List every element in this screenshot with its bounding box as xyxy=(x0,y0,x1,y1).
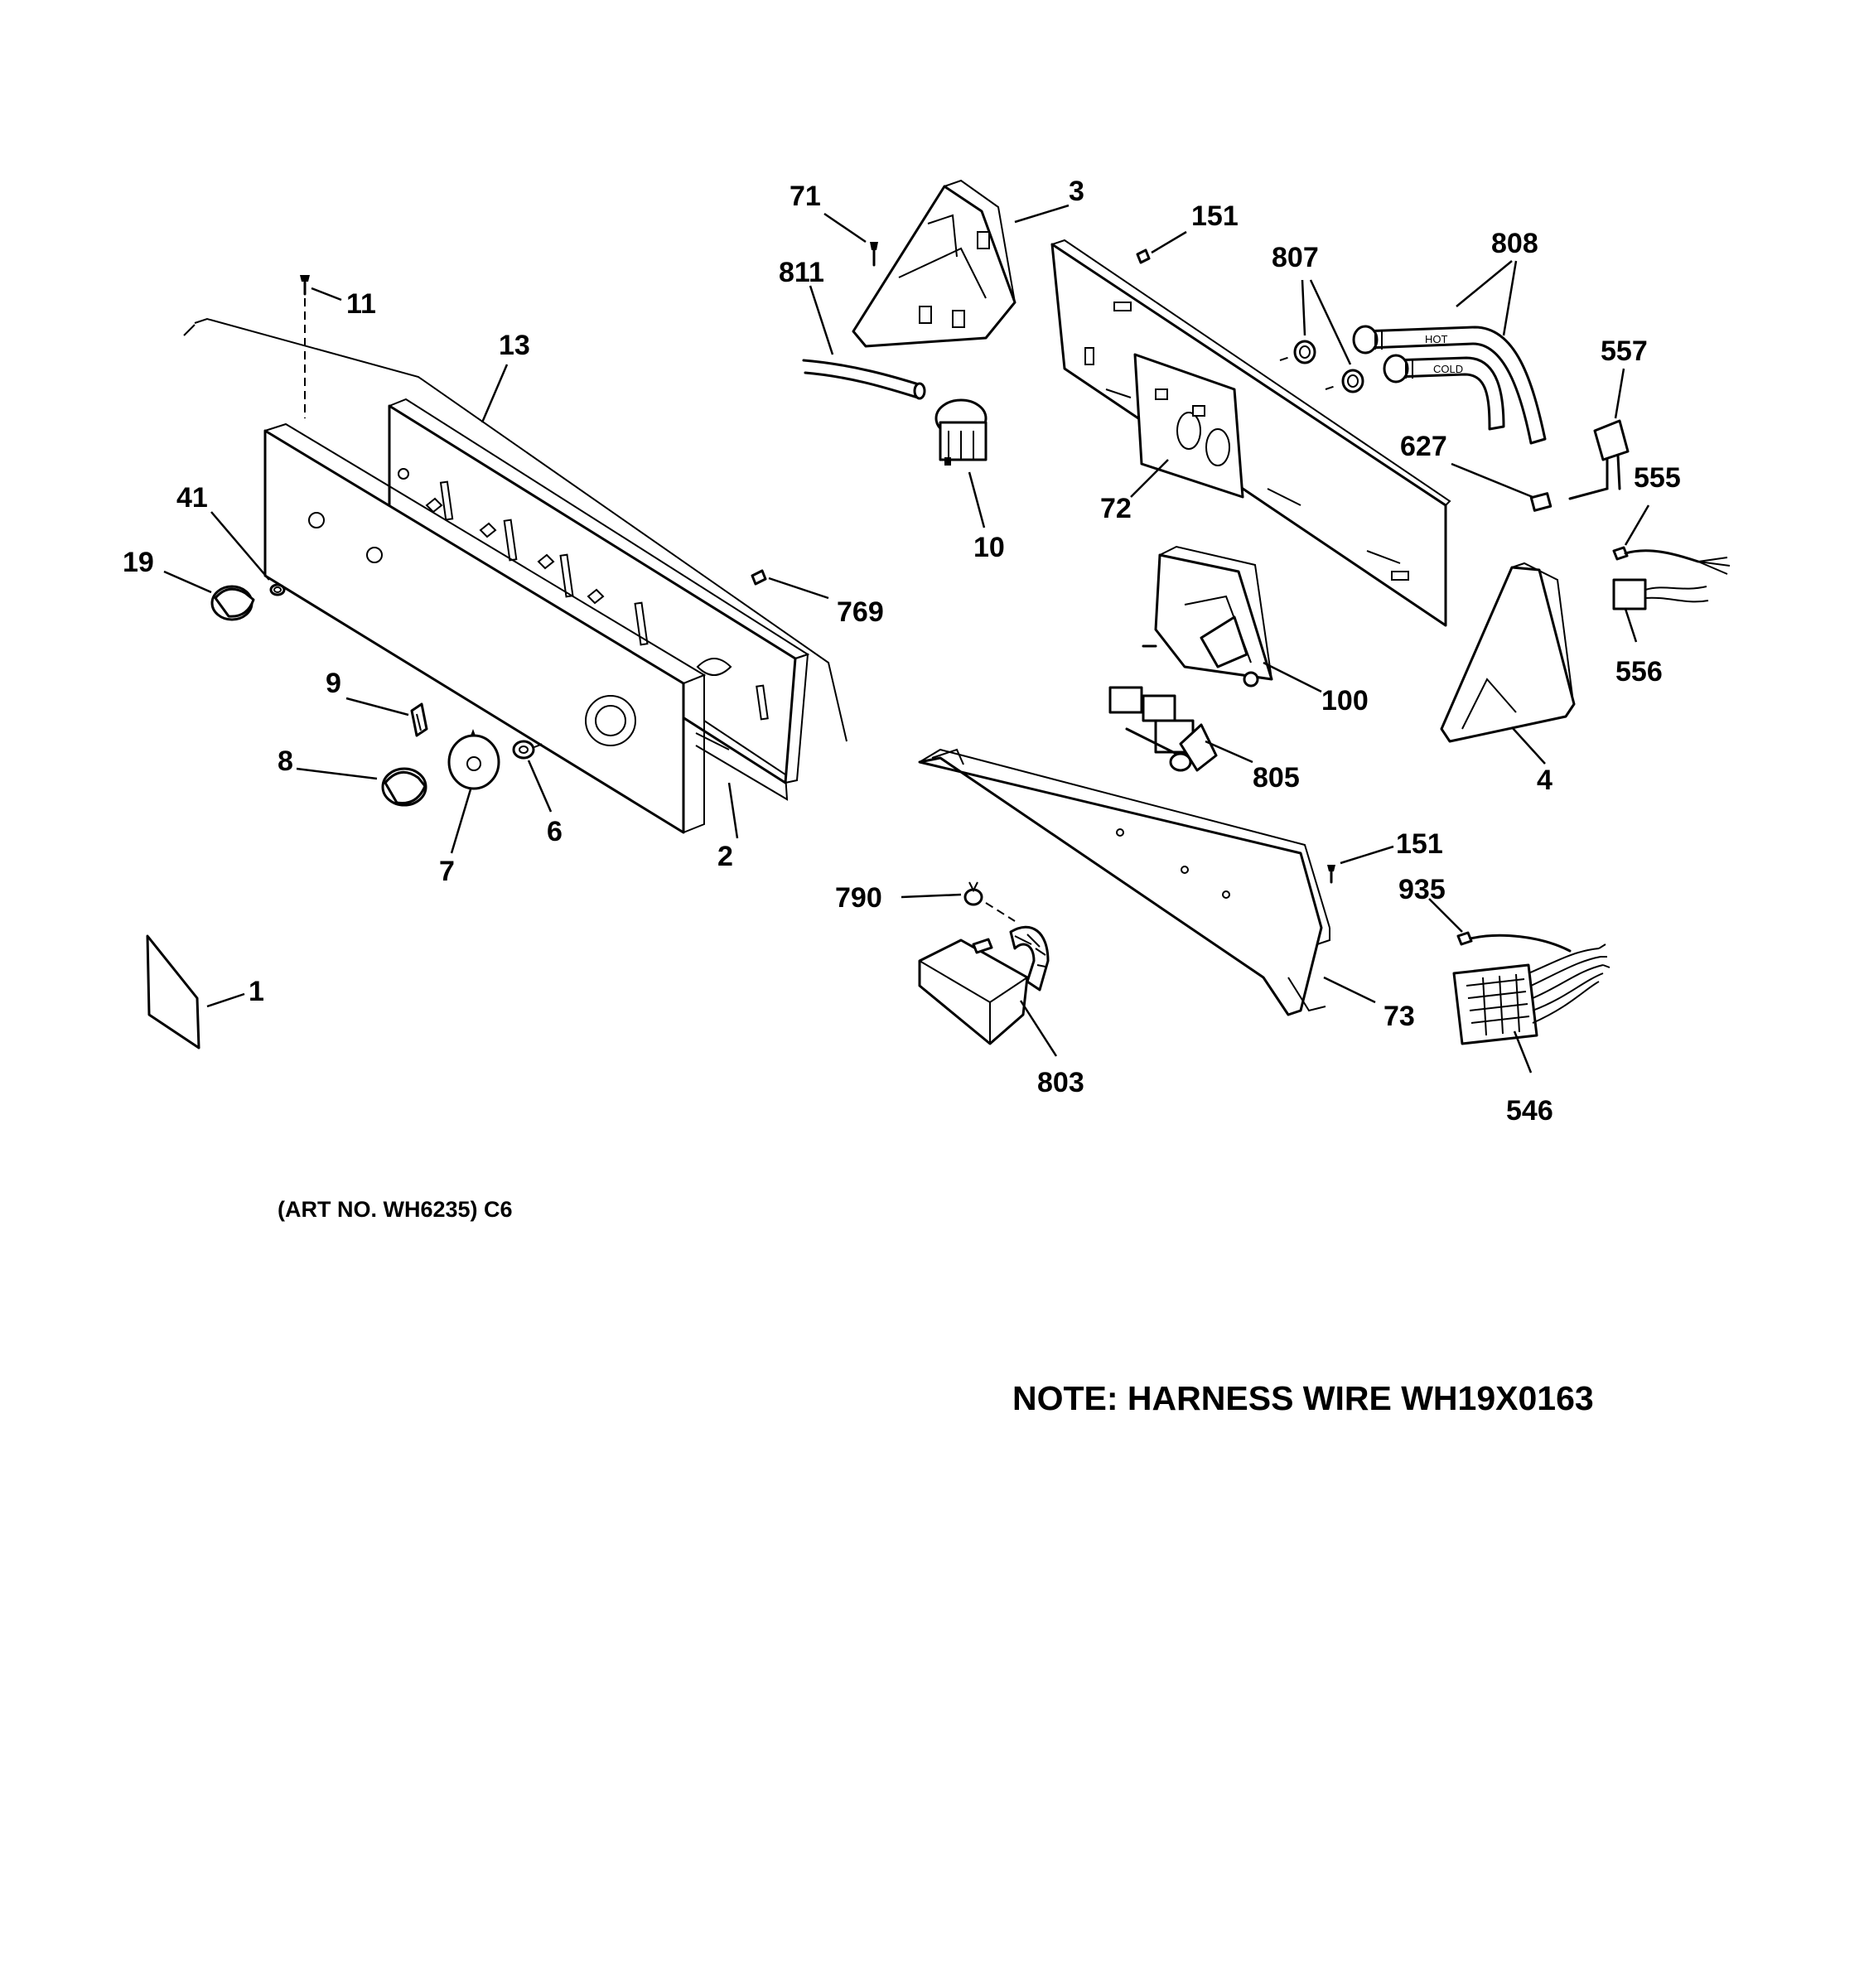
callout-10: 10 xyxy=(973,532,1005,563)
part-807-washers xyxy=(1279,340,1364,393)
part-935-harness-wire xyxy=(1456,931,1572,953)
part-805-water-valve xyxy=(1108,686,1218,772)
part-13-backsplash xyxy=(183,317,847,784)
part-2-control-panel xyxy=(263,422,789,834)
part-790-clamp xyxy=(963,881,1016,922)
callout-790: 790 xyxy=(835,882,882,914)
part-19-knob xyxy=(210,585,255,621)
callout-19: 19 xyxy=(123,547,154,578)
callout-3: 3 xyxy=(1069,176,1084,207)
callout-555: 555 xyxy=(1634,462,1681,494)
callout-73: 73 xyxy=(1384,1001,1415,1032)
art-number: (ART NO. WH6235) C6 xyxy=(278,1197,513,1222)
part-808-hoses: HOT COLD xyxy=(1352,325,1547,445)
callout-557: 557 xyxy=(1601,335,1648,367)
callout-808: 808 xyxy=(1491,228,1538,259)
callout-151-upper: 151 xyxy=(1191,200,1239,232)
part-769-screw xyxy=(751,569,767,586)
part-557-connector xyxy=(1568,419,1630,500)
part-556-connector xyxy=(1612,578,1709,610)
part-71-screw xyxy=(870,242,878,267)
part-8-knob xyxy=(381,767,427,807)
part-1-envelope xyxy=(146,934,200,1049)
callout-151-lower: 151 xyxy=(1396,828,1443,860)
leader-lines xyxy=(163,204,1650,1074)
part-6-nut xyxy=(512,740,543,760)
callout-811: 811 xyxy=(779,257,824,288)
callout-100: 100 xyxy=(1321,685,1369,717)
part-3-bracket xyxy=(852,179,1017,348)
part-555-wire xyxy=(1612,546,1731,575)
callout-1: 1 xyxy=(249,976,264,1007)
callout-9: 9 xyxy=(326,668,341,699)
hose-label-hot: HOT xyxy=(1425,333,1448,345)
callout-72: 72 xyxy=(1100,493,1132,524)
callout-2: 2 xyxy=(717,841,733,872)
callout-13: 13 xyxy=(499,330,530,361)
part-151-screw-upper xyxy=(1136,248,1151,264)
part-4-side-bracket xyxy=(1440,562,1576,743)
callout-769: 769 xyxy=(837,596,884,628)
part-803-sensor-assembly xyxy=(918,925,1050,1045)
callout-803: 803 xyxy=(1037,1067,1084,1098)
callout-labels: 1 2 3 4 6 7 8 9 10 11 13 19 41 71 72 73 … xyxy=(123,176,1681,1127)
callout-41: 41 xyxy=(176,482,208,514)
part-73-bottom-rail xyxy=(918,748,1330,1016)
callout-11: 11 xyxy=(346,288,376,320)
part-811-hose xyxy=(802,359,926,400)
part-72-rear-panel xyxy=(1050,239,1451,627)
callout-807: 807 xyxy=(1272,242,1319,273)
part-41-clip xyxy=(269,583,286,596)
part-100-timer xyxy=(1142,545,1273,688)
part-9-clip xyxy=(410,702,428,737)
callout-6: 6 xyxy=(547,816,563,847)
part-627-small-part xyxy=(1529,492,1553,512)
callout-4: 4 xyxy=(1537,765,1553,796)
part-7-dial xyxy=(447,729,500,790)
callout-935: 935 xyxy=(1398,874,1446,905)
callout-71: 71 xyxy=(790,181,821,212)
hose-label-cold: COLD xyxy=(1433,363,1463,375)
callout-7: 7 xyxy=(439,856,455,887)
harness-note: NOTE: HARNESS WIRE WH19X0163 xyxy=(1012,1379,1594,1417)
part-151-screw-lower xyxy=(1327,865,1335,884)
callout-556: 556 xyxy=(1615,656,1663,688)
part-11-screw xyxy=(300,275,310,418)
part-546-harness-plug xyxy=(1452,943,1610,1045)
callout-546: 546 xyxy=(1506,1095,1553,1127)
callout-805: 805 xyxy=(1253,762,1300,794)
callout-8: 8 xyxy=(278,746,293,777)
part-10-pressure-switch xyxy=(934,398,988,466)
callout-627: 627 xyxy=(1400,431,1447,462)
